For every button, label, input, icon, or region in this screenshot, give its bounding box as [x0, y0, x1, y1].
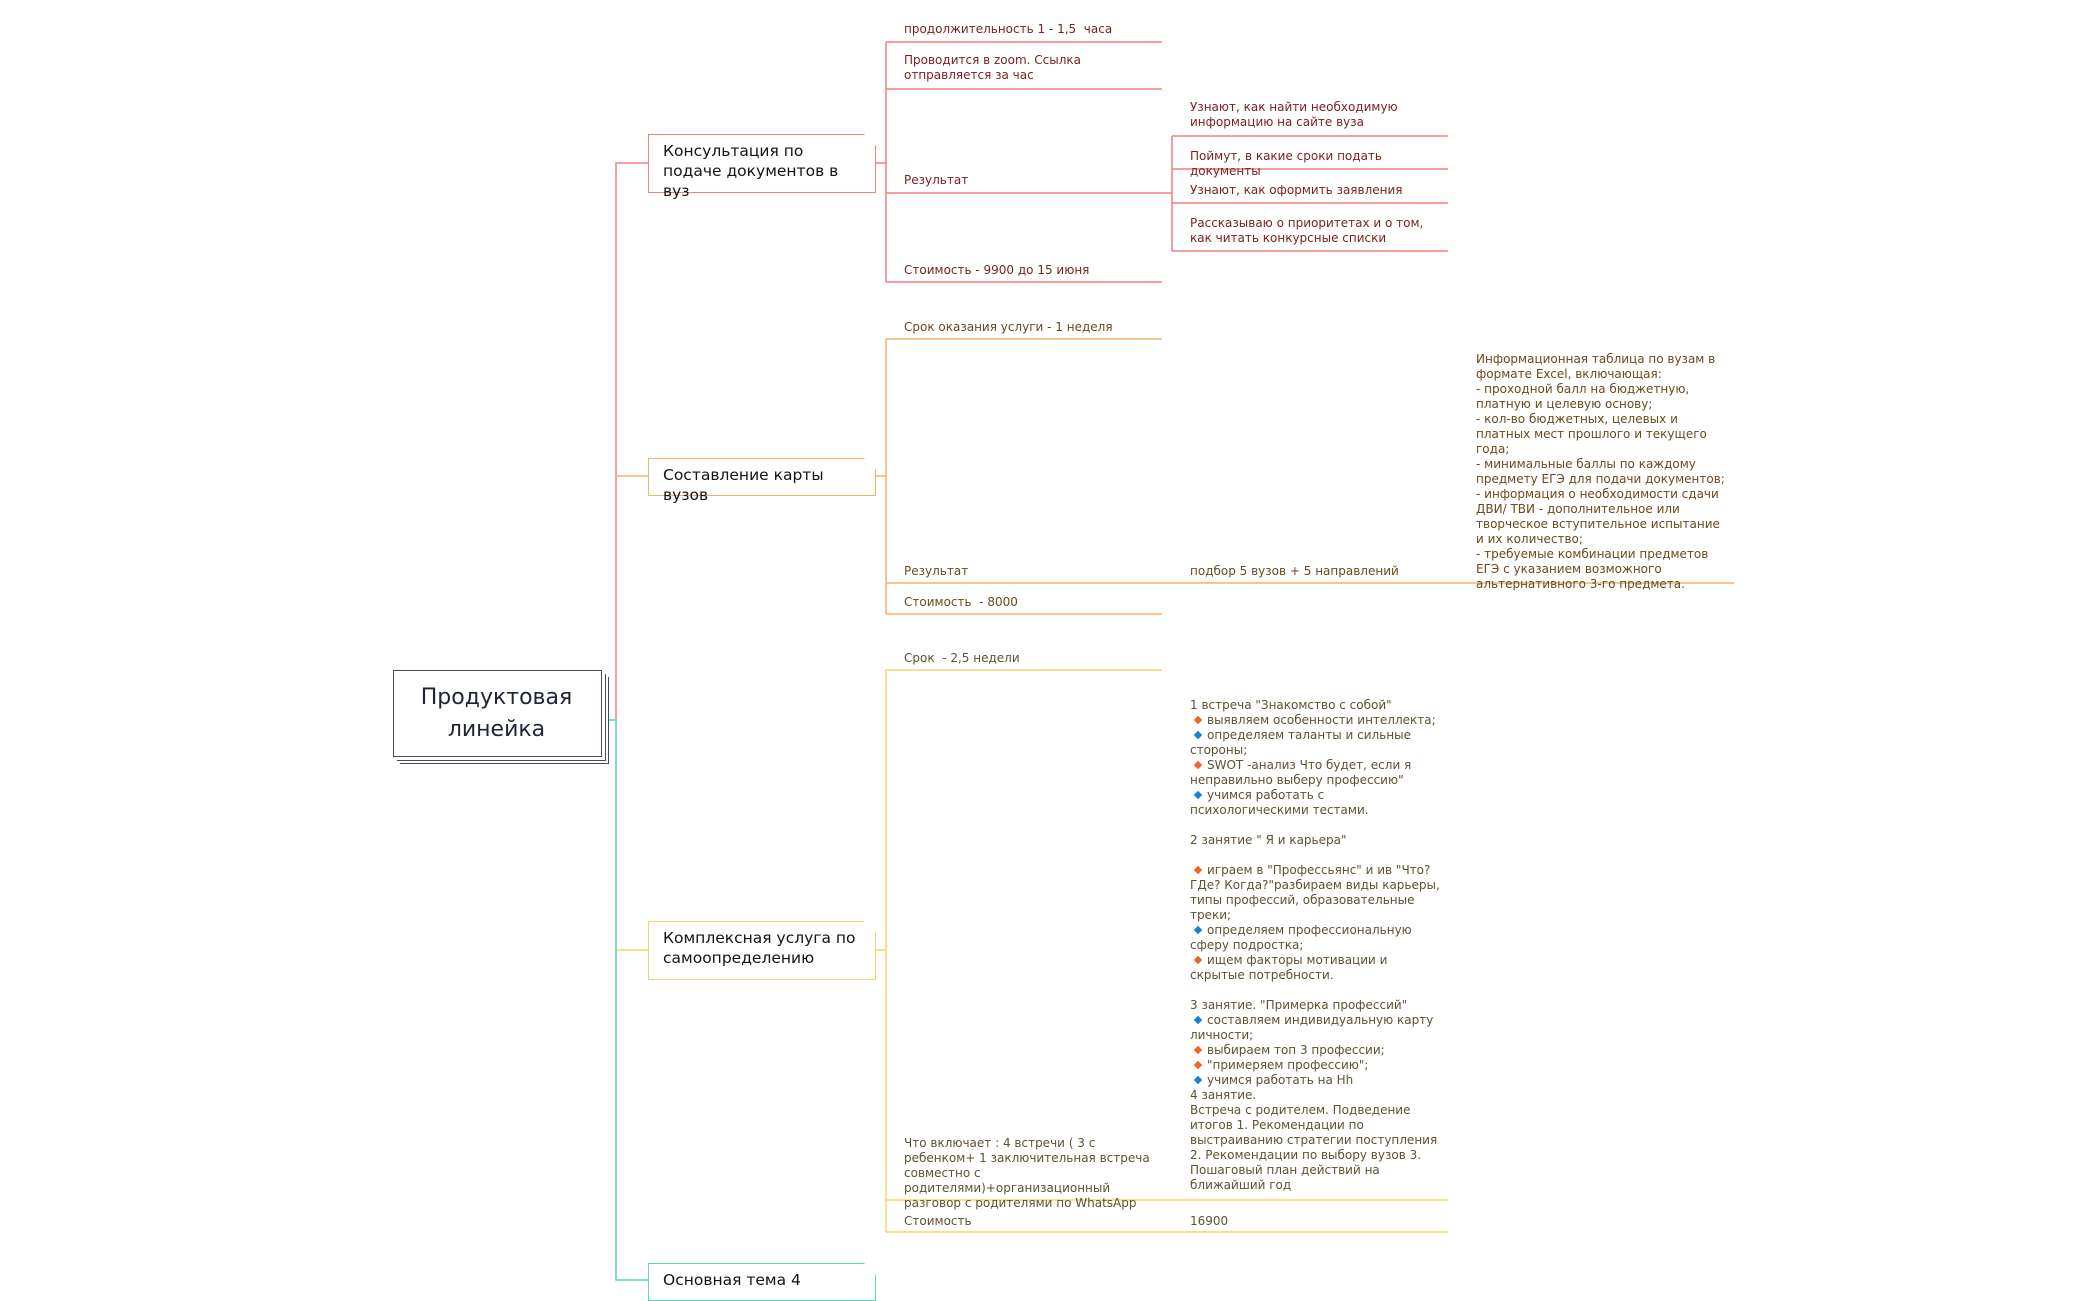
diamond-bullet-icon: [1193, 715, 1203, 725]
complex-price-label[interactable]: Стоимость: [904, 1214, 972, 1228]
orange-children-lines: [876, 338, 1734, 615]
branch-teal: [615, 720, 648, 1281]
consult-result-4[interactable]: Рассказываю о приоритетах и о том, как ч…: [1190, 216, 1428, 245]
meeting-1-title: 1 встреча "Знакомство с собой": [1190, 698, 1392, 712]
diamond-bullet-icon: [1193, 865, 1203, 875]
diamond-bullet-icon: [1193, 955, 1203, 965]
consult-result-1[interactable]: Узнают, как найти необходимую информацию…: [1190, 100, 1402, 129]
meeting-4-title: 4 занятие.: [1190, 1088, 1257, 1102]
diamond-bullet-icon: [1193, 1015, 1203, 1025]
yellow-children-lines: [876, 669, 1448, 1233]
consult-price[interactable]: Стоимость - 9900 до 15 июня: [904, 263, 1090, 277]
diamond-bullet-icon: [1193, 730, 1203, 740]
diamond-bullet-icon: [1193, 760, 1203, 770]
map-price[interactable]: Стоимость - 8000: [904, 595, 1018, 609]
root-label: Продуктовая линейка: [420, 685, 573, 742]
consult-duration[interactable]: продолжительность 1 - 1,5 часа: [904, 22, 1113, 36]
topic-consultation[interactable]: Консультация по подаче документов в вуз: [648, 134, 876, 200]
consult-result-label[interactable]: Результат: [904, 173, 969, 187]
red-children-lines: [876, 41, 1448, 283]
branch-red: [615, 162, 648, 720]
diamond-bullet-icon: [1193, 1060, 1203, 1070]
complex-includes[interactable]: Что включает : 4 встречи ( 3 с ребенком+…: [904, 1136, 1154, 1210]
consult-result-2[interactable]: Поймут, в какие сроки подать документы: [1190, 149, 1386, 178]
diamond-bullet-icon: [1193, 1075, 1203, 1085]
map-result-detail[interactable]: Информационная таблица по вузам в формат…: [1476, 352, 1725, 591]
topic-university-map[interactable]: Составление карты вузов: [648, 458, 876, 504]
map-result-value[interactable]: подбор 5 вузов + 5 направлений: [1190, 564, 1399, 578]
diamond-bullet-icon: [1193, 925, 1203, 935]
root-node[interactable]: [393, 670, 602, 757]
map-term[interactable]: Срок оказания услуги - 1 неделя: [904, 320, 1113, 334]
complex-price-value[interactable]: 16900: [1190, 1214, 1229, 1228]
topic-main-4[interactable]: Основная тема 4: [648, 1263, 876, 1301]
consult-result-3[interactable]: Узнают, как оформить заявления: [1190, 183, 1403, 197]
complex-term[interactable]: Срок - 2,5 недели: [904, 651, 1020, 665]
topic-self-determination[interactable]: Комплексная услуга по самоопределению: [648, 921, 876, 980]
complex-program[interactable]: 1 встреча "Знакомство с собой" выявляем …: [1190, 698, 1440, 1192]
meeting-4-text: Встреча с родителем. Подведение итогов 1…: [1190, 1103, 1438, 1192]
meeting-3-title: 3 занятие. "Примерка профессий": [1190, 998, 1408, 1012]
diamond-bullet-icon: [1193, 790, 1203, 800]
map-result-label[interactable]: Результат: [904, 564, 969, 578]
diamond-bullet-icon: [1193, 1045, 1203, 1055]
consult-zoom[interactable]: Проводится в zoom. Ссылка отправляется з…: [904, 53, 1085, 82]
meeting-2-title: 2 занятие " Я и карьера": [1190, 833, 1347, 847]
